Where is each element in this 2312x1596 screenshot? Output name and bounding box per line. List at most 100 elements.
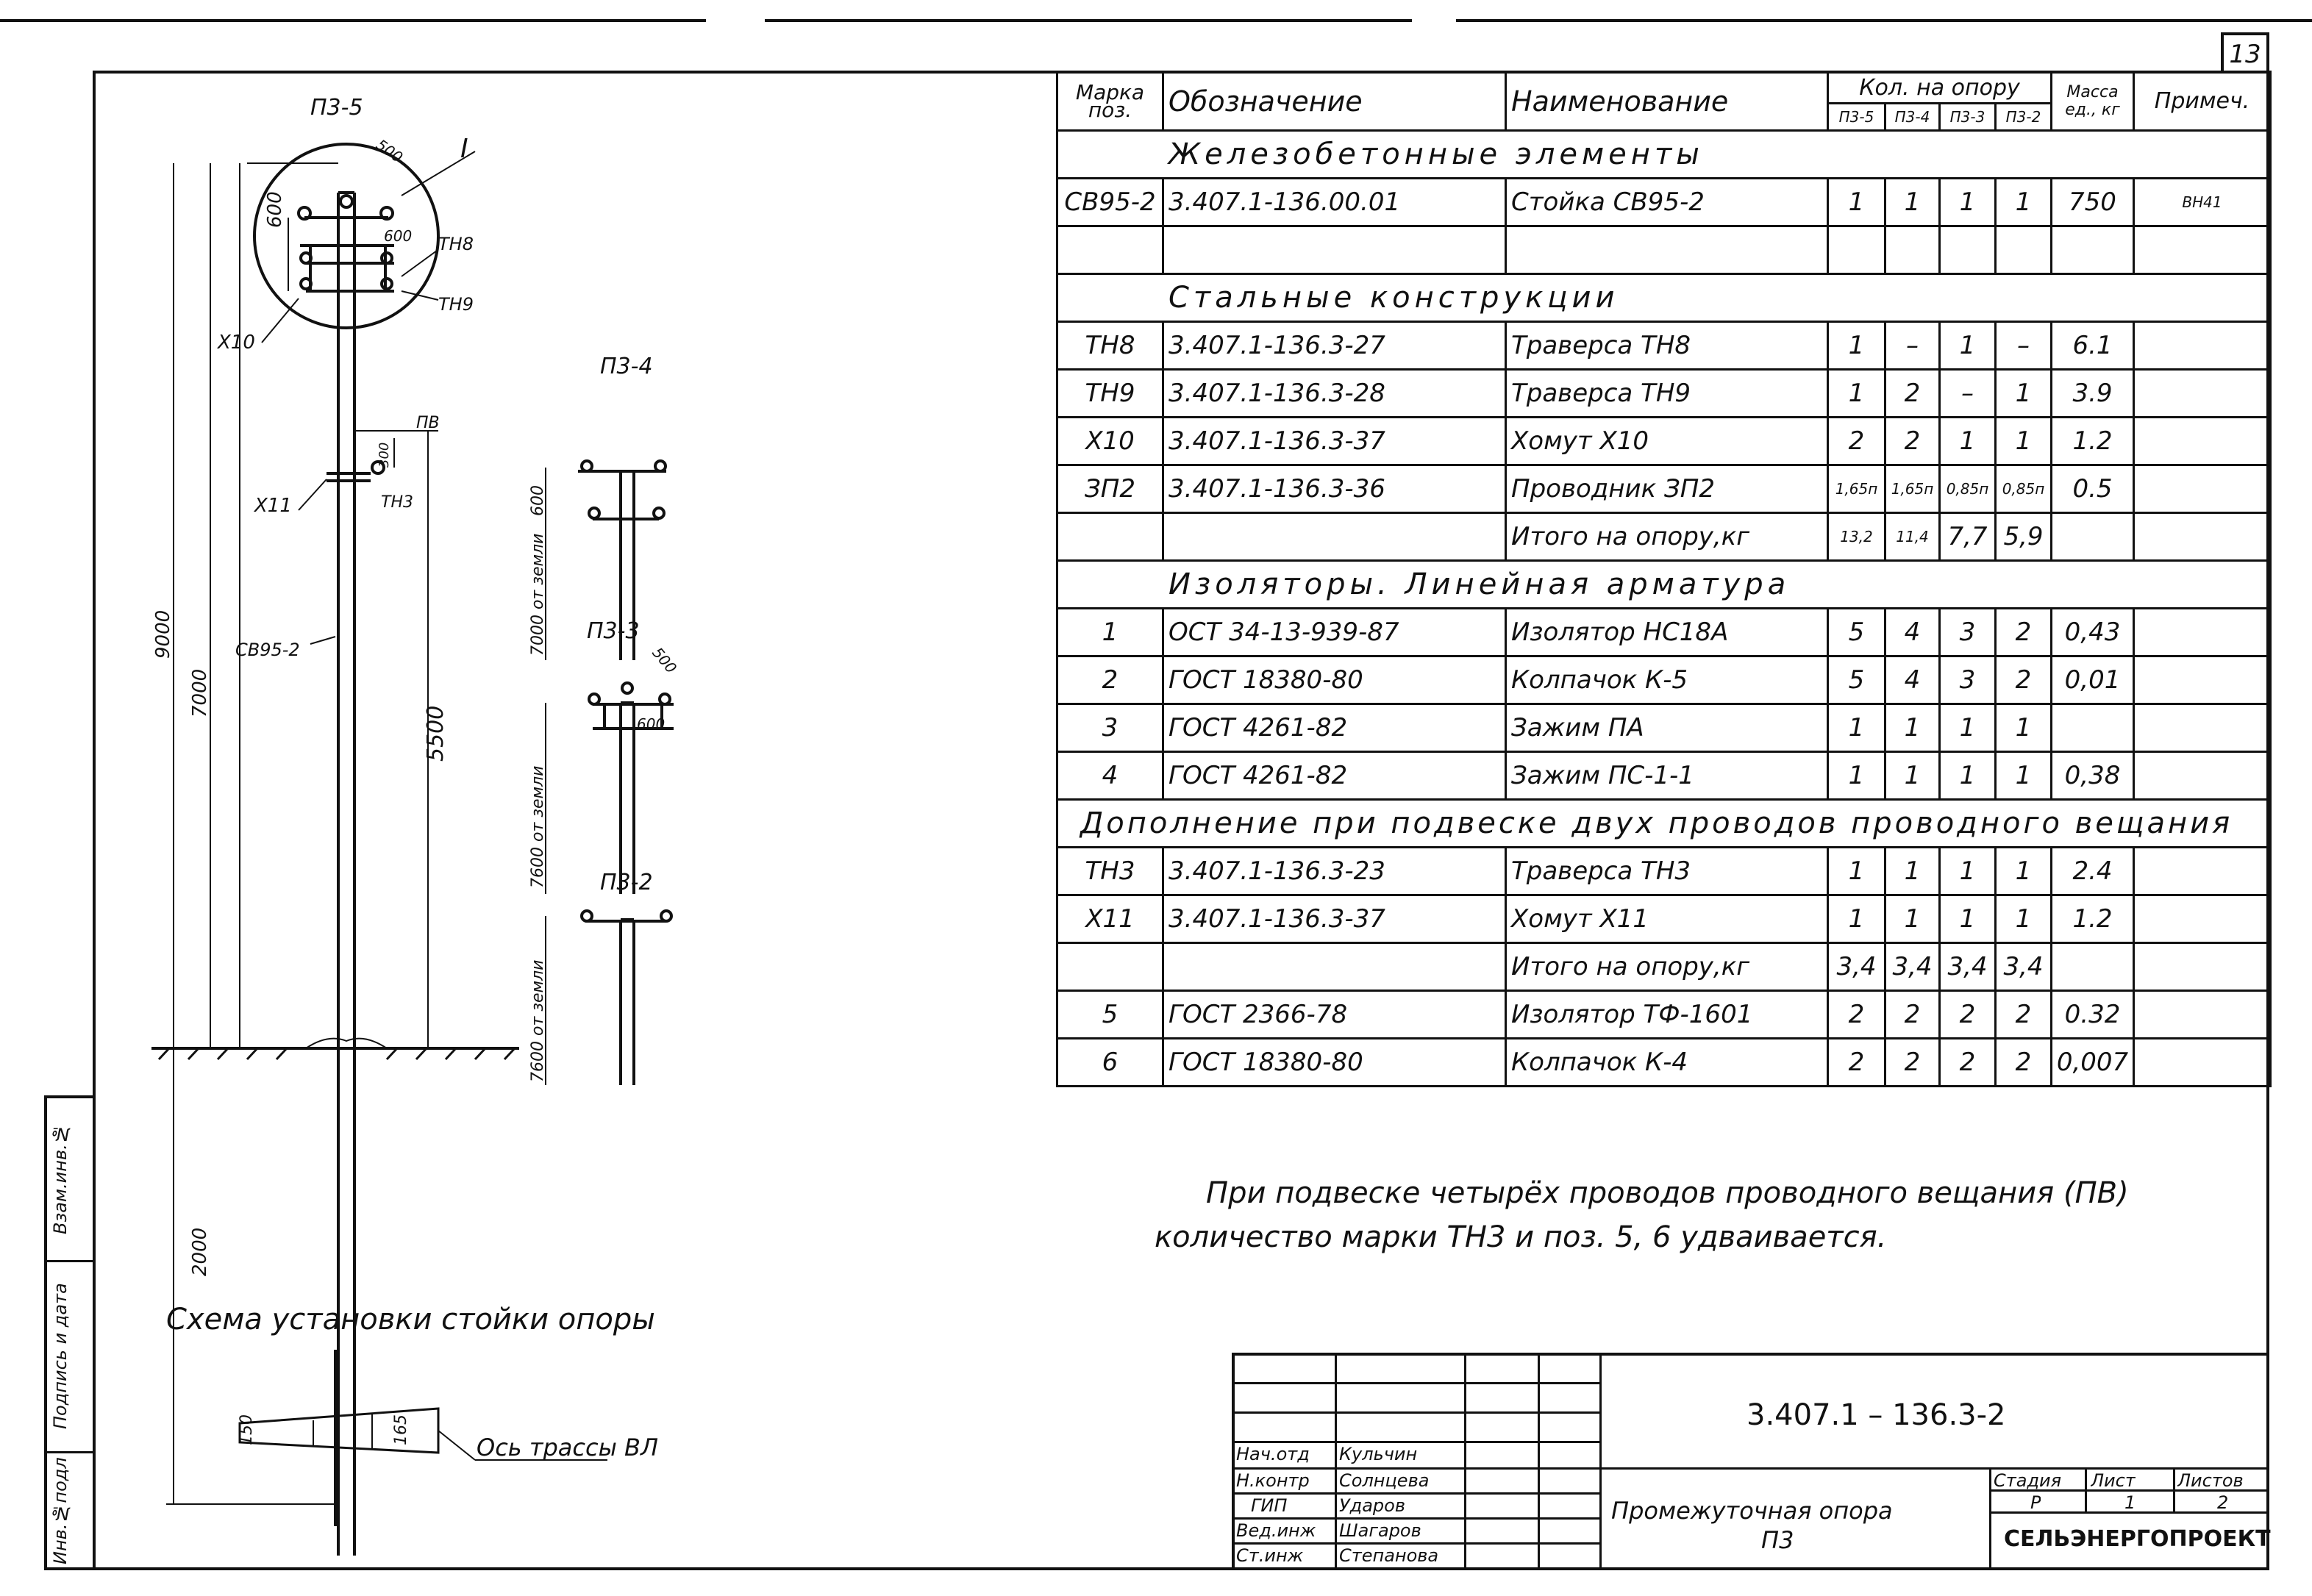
cell-q4: 3,4 (1994, 942, 2052, 992)
top-line (0, 19, 706, 22)
section-header: Стальные конструкции (1056, 273, 2272, 323)
cell-mass (2050, 225, 2135, 275)
cell-note (2133, 990, 2272, 1039)
hdr-mass: Масса ед., кг (2050, 71, 2135, 132)
dim-p34-600: 600 (529, 485, 547, 516)
cell-q1: 1 (1827, 177, 1886, 227)
cell-mass: 2.4 (2050, 846, 2135, 896)
label-x10: Х10 (216, 332, 255, 354)
label-x11: Х11 (253, 495, 292, 517)
cell-note (2133, 751, 2272, 801)
cell-q3: 1 (1938, 177, 1997, 227)
cell-mark: 6 (1056, 1037, 1164, 1087)
stamp-inv-replaced: Взам.инв.№ (50, 1123, 71, 1235)
cell-designation: 3.407.1-136.3-37 (1162, 894, 1507, 944)
cell-q4: 0,85п (1994, 464, 2052, 514)
cell-mark: ТН3 (1056, 846, 1164, 896)
label-p34: П3-4 (600, 354, 653, 379)
sheet-label: Лист (2091, 1470, 2136, 1491)
cell-q2 (1884, 225, 1941, 275)
cell-mass: 1.2 (2050, 894, 2135, 944)
label-th9: ТН9 (438, 294, 474, 315)
cell-name: Зажим ПА (1505, 703, 1829, 753)
dim-300: 300 (377, 443, 392, 468)
cell-q4: 5,9 (1994, 512, 2052, 562)
sheet-value: 1 (2124, 1492, 2136, 1513)
cell-name: Итого на опору,кг (1505, 512, 1829, 562)
table-row (1056, 225, 2272, 275)
cell-note (2133, 464, 2272, 514)
doc-code: 3.407.1 – 136.3-2 (1747, 1398, 2006, 1432)
cell-q2: 3,4 (1884, 942, 1941, 992)
cell-q4: 2 (1994, 1037, 2052, 1087)
hdr-note: Примеч. (2133, 71, 2272, 132)
section-title: Железобетонные элементы (1056, 129, 2272, 179)
section-title: Стальные конструкции (1056, 273, 2272, 323)
cell-q2: 1 (1884, 177, 1941, 227)
cell-q3: 1 (1938, 894, 1997, 944)
cell-q1: 1 (1827, 321, 1886, 371)
cell-q2: 2 (1884, 990, 1941, 1039)
cell-mass: 1.2 (2050, 416, 2135, 466)
cell-note (2133, 607, 2272, 657)
sheet-number: 13 (2221, 32, 2269, 74)
hdr-designation: Обозначение (1162, 71, 1507, 132)
cell-designation: 3.407.1-136.3-37 (1162, 416, 1507, 466)
sheets-label: Листов (2177, 1470, 2244, 1491)
cell-designation: ГОСТ 4261-82 (1162, 703, 1507, 753)
cell-note (2133, 1037, 2272, 1087)
cell-mark: 1 (1056, 607, 1164, 657)
hdr-qty-col: П3-2 (1994, 102, 2052, 132)
cell-designation: 3.407.1-136.00.01 (1162, 177, 1507, 227)
label-p32: П3-2 (600, 870, 653, 895)
section-header: Изоляторы. Линейная арматура (1056, 559, 2272, 609)
stage-value: Р (2030, 1492, 2041, 1513)
hdr-qty-col: П3-4 (1884, 102, 1941, 132)
cell-q4: 2 (1994, 990, 2052, 1039)
cell-q3: 1 (1938, 751, 1997, 801)
cell-q3: 1 (1938, 703, 1997, 753)
sheet-number-text: 13 (2229, 40, 2261, 69)
doc-title-2: П3 (1761, 1526, 1794, 1554)
cell-mark: 3 (1056, 703, 1164, 753)
cell-name: Изолятор ТФ-1601 (1505, 990, 1829, 1039)
org-name: СЕЛЬЭНЕРГОПРОЕКТ (2004, 1526, 2271, 1552)
note-line-2: количество марки ТН3 и поз. 5, 6 удваива… (1155, 1220, 1887, 1254)
cell-mark (1056, 942, 1164, 992)
cell-mass: 3.9 (2050, 368, 2135, 418)
cell-q3: 2 (1938, 990, 1997, 1039)
cell-q3 (1938, 225, 1997, 275)
cell-q1: 1 (1827, 894, 1886, 944)
cell-q1: 1 (1827, 846, 1886, 896)
cell-q1: 1 (1827, 368, 1886, 418)
cell-note (2133, 416, 2272, 466)
cell-q3: 1 (1938, 846, 1997, 896)
cell-q1: 2 (1827, 416, 1886, 466)
cell-note (2133, 703, 2272, 753)
cell-q4: 1 (1994, 894, 2052, 944)
cell-mass: 6.1 (2050, 321, 2135, 371)
cell-note (2133, 321, 2272, 371)
label-th3: ТН3 (381, 493, 413, 512)
cell-q4: 1 (1994, 368, 2052, 418)
cell-name: Траверса ТН8 (1505, 321, 1829, 371)
cell-q1: 2 (1827, 990, 1886, 1039)
label-callout: I (460, 134, 468, 164)
person: Солнцева (1339, 1470, 1430, 1491)
section-header: Железобетонные элементы (1056, 129, 2272, 179)
cell-q3: 1 (1938, 321, 1997, 371)
cell-note (2133, 894, 2272, 944)
cell-name: Хомут Х10 (1505, 416, 1829, 466)
table-subheader-row: П3-5 П3-4 П3-3 П3-2 (1057, 102, 2271, 132)
cell-mark: ЗП2 (1056, 464, 1164, 514)
hdr-qty-col: П3-5 (1827, 102, 1886, 132)
label-p33: П3-3 (587, 618, 640, 644)
cell-mass: 0,43 (2050, 607, 2135, 657)
